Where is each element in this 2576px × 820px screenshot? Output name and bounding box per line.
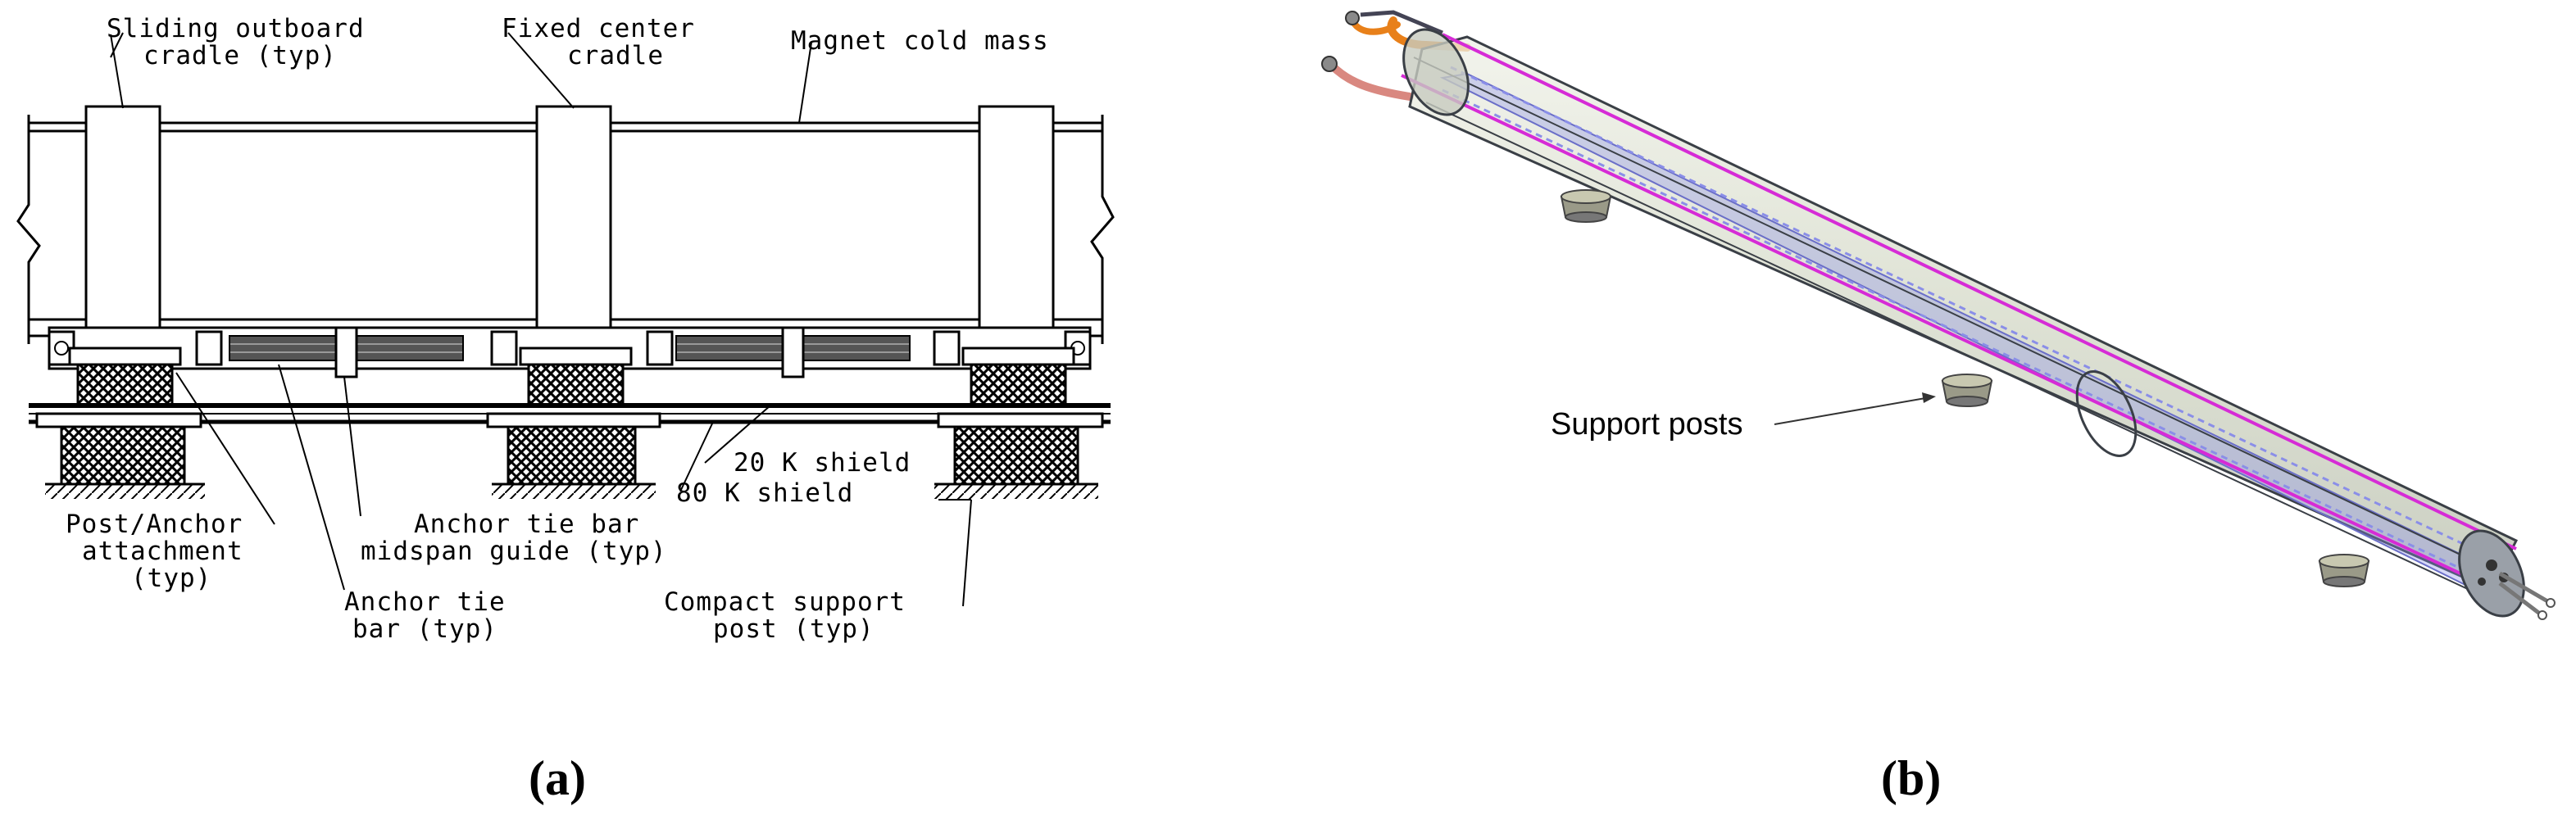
label-fixed-cradle-2: cradle [567, 41, 664, 70]
label-tie-bar-2: bar (typ) [352, 614, 497, 644]
caption-b: (b) [1881, 751, 1941, 805]
cradles [84, 105, 1055, 346]
panel-a-drawing: Sliding outboard cradle (typ) Fixed cent… [16, 14, 1115, 805]
label-midspan-2: midspan guide (typ) [361, 537, 667, 566]
label-sliding-cradle-1: Sliding outboard [107, 14, 365, 43]
thermal-shields [29, 403, 1111, 428]
support-posts-leader [1774, 392, 1936, 425]
label-midspan-1: Anchor tie bar [414, 510, 639, 539]
label-support-posts: Support posts [1551, 407, 1742, 442]
label-sliding-cradle-2: cradle (typ) [143, 41, 337, 70]
label-20k-shield: 20 K shield [734, 448, 911, 478]
cryostat-vessel [1401, 28, 2556, 620]
label-80k-shield: 80 K shield [676, 478, 853, 508]
support-post-markers [1560, 189, 2370, 587]
label-support-post-2: post (typ) [713, 614, 875, 644]
label-post-anchor-3: (typ) [131, 564, 211, 593]
support-post-1 [1560, 189, 1612, 223]
caption-a: (a) [529, 751, 586, 805]
post-attachments [68, 347, 1075, 407]
label-fixed-cradle-1: Fixed center [502, 14, 695, 43]
leader-lines [110, 32, 972, 607]
compact-support-posts [45, 425, 1098, 499]
label-cold-mass: Magnet cold mass [791, 26, 1049, 56]
support-post-3 [2318, 554, 2370, 587]
label-post-anchor-2: attachment [82, 537, 243, 566]
label-post-anchor-1: Post/Anchor [66, 510, 243, 539]
support-post-2 [1941, 374, 1993, 407]
panel-b-drawing: Support posts (b) [1321, 10, 2556, 805]
label-tie-bar-1: Anchor tie [344, 587, 506, 617]
label-support-post-1: Compact support [664, 587, 906, 617]
